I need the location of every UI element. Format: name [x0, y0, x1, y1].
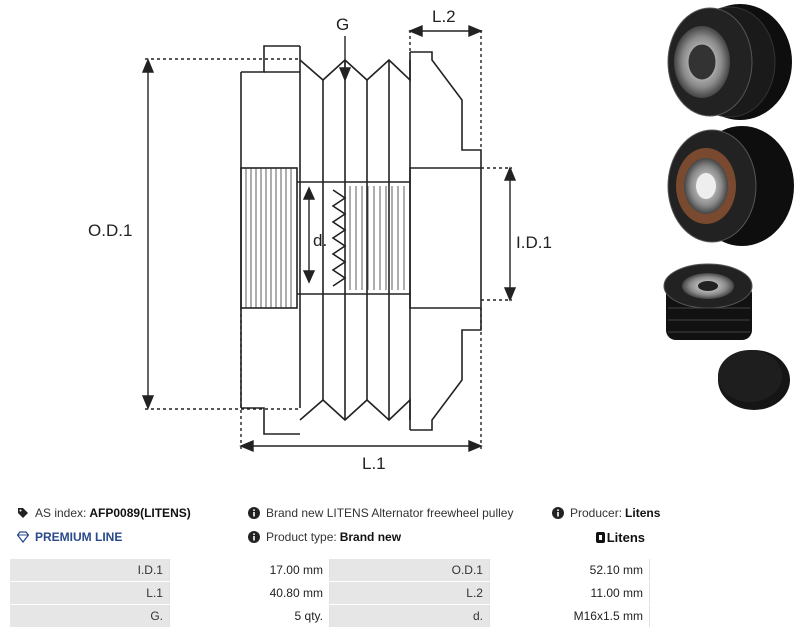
spec-label: O.D.1: [329, 559, 490, 582]
as-index-value: AFP0089(LITENS): [89, 506, 191, 520]
label-od1: O.D.1: [88, 221, 132, 240]
label-l2: L.2: [432, 7, 456, 26]
pulley-back-photo: [667, 126, 794, 246]
product-type: Product type: Brand new: [248, 530, 401, 544]
spec-label: d.: [329, 604, 490, 628]
specs-table: I.D.1 17.00 mm O.D.1 52.10 mm L.1 40.80 …: [10, 559, 651, 628]
premium-line: PREMIUM LINE: [17, 530, 122, 544]
label-g: G: [336, 15, 349, 34]
description: Brand new LITENS Alternator freewheel pu…: [248, 506, 513, 520]
info-icon: [248, 531, 260, 543]
info-icon: [248, 507, 260, 519]
product-type-value: Brand new: [339, 530, 402, 544]
spec-value: M16x1.5 mm: [488, 604, 651, 628]
pulley-technical-drawing: G L.2 O.D.1 I.D.1 d. L.1: [88, 7, 552, 473]
pulley-side-photo: [663, 263, 753, 340]
label-l1: L.1: [362, 454, 386, 473]
diamond-icon: [17, 531, 29, 543]
producer-value: Litens: [625, 506, 661, 520]
product-photos: [663, 4, 794, 410]
description-text: Brand new LITENS Alternator freewheel pu…: [266, 506, 514, 520]
product-type-label: Product type:: [266, 530, 337, 544]
litens-logo-icon: [595, 532, 605, 543]
cap-photo: [718, 350, 790, 410]
as-index: AS index: AFP0089(LITENS): [17, 506, 191, 520]
as-index-label: AS index:: [35, 506, 87, 520]
table-row: I.D.1 17.00 mm O.D.1 52.10 mm: [10, 559, 651, 582]
producer-label: Producer:: [570, 506, 623, 520]
brand-logo: Litens: [595, 530, 645, 545]
spec-label: L.1: [10, 581, 170, 605]
spec-value: 40.80 mm: [168, 581, 330, 605]
spec-value: 5 qty.: [168, 604, 330, 628]
brand-logo-text: Litens: [606, 530, 645, 545]
premium-line-label: PREMIUM LINE: [35, 530, 123, 544]
producer: Producer: Litens: [552, 506, 660, 520]
spec-label: I.D.1: [10, 559, 170, 582]
label-d: d.: [313, 231, 327, 250]
info-icon: [552, 507, 564, 519]
table-row: G. 5 qty. d. M16x1.5 mm: [10, 604, 651, 628]
spec-label: G.: [10, 604, 170, 628]
spec-value: 52.10 mm: [488, 559, 651, 582]
tag-icon: [18, 508, 28, 518]
label-id1: I.D.1: [516, 233, 552, 252]
spec-value: 11.00 mm: [488, 581, 651, 605]
spec-label: L.2: [329, 581, 490, 605]
pulley-front-photo: [667, 4, 792, 120]
table-row: L.1 40.80 mm L.2 11.00 mm: [10, 581, 651, 605]
spec-value: 17.00 mm: [168, 559, 330, 582]
